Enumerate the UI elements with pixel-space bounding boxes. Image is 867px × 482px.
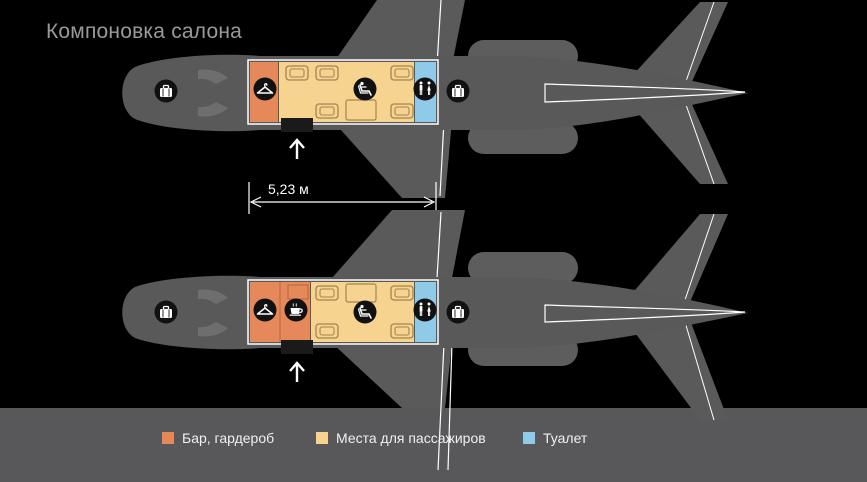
legend-label-bar-wardrobe: Бар, гардероб: [182, 430, 275, 446]
wing-lower-bottom: [332, 343, 452, 408]
hanger-icon: [253, 77, 277, 101]
restroom-icon: [413, 77, 437, 101]
luggage-icon: [154, 79, 178, 103]
legend-swatch-passenger-seats: [316, 432, 328, 444]
ground-band: [0, 408, 867, 482]
engine-upper-bottom: [468, 252, 578, 284]
legend-swatch-bar-wardrobe: [162, 432, 174, 444]
legend-label-passenger-seats: Места для пассажиров: [336, 430, 486, 446]
entry-arrow-icon: [288, 361, 306, 384]
recliner-seat-icon: [353, 300, 377, 324]
tail-lower-bottom: [630, 320, 728, 420]
cabin-length-label: 5,23 м: [268, 181, 309, 197]
aircraft-top: [122, 0, 748, 198]
wing-upper-top: [332, 0, 465, 65]
hanger-icon: [253, 298, 277, 322]
legend: Бар, гардероб Места для пассажиров Туале…: [0, 430, 867, 454]
wing-lower-top: [332, 120, 452, 198]
restroom-icon: [413, 298, 437, 322]
luggage-icon: [446, 79, 470, 103]
entry-door-bottom: [281, 340, 313, 354]
coffee-cup-icon: [284, 298, 308, 322]
tail-lower-top: [630, 100, 728, 184]
legend-label-toilet: Туалет: [543, 430, 588, 446]
tail-upper-top: [630, 2, 728, 86]
legend-item-bar-wardrobe: Бар, гардероб: [162, 430, 274, 446]
wing-upper-bottom: [332, 210, 465, 278]
aircraft-bottom: [122, 210, 748, 471]
diagram-title: Компоновка салона: [46, 20, 243, 43]
legend-item-toilet: Туалет: [523, 430, 587, 446]
legend-swatch-toilet: [523, 432, 535, 444]
entry-door-top: [281, 118, 313, 132]
cabin-length-dimension: [248, 182, 437, 214]
tail-upper-bottom: [630, 214, 728, 302]
recliner-seat-icon: [353, 77, 377, 101]
luggage-icon: [446, 300, 470, 324]
entry-arrow-icon: [288, 138, 306, 161]
luggage-icon: [154, 300, 178, 324]
legend-item-passenger-seats: Места для пассажиров: [316, 430, 486, 446]
